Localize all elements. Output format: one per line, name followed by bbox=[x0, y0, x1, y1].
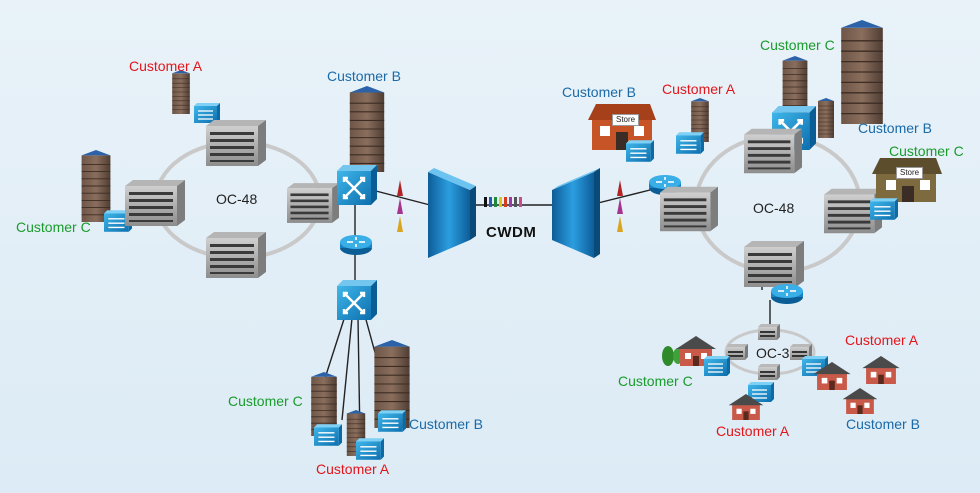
router-icon bbox=[339, 234, 373, 256]
rack-equipment-icon bbox=[125, 180, 185, 226]
label-customer-b: Customer B bbox=[562, 84, 636, 100]
label-customer-c: Customer C bbox=[16, 219, 91, 235]
access-switch-icon bbox=[870, 198, 898, 220]
wavelength-icons-left bbox=[397, 180, 403, 232]
access-switch-icon bbox=[356, 438, 384, 460]
ring-label-oc3: OC-3 bbox=[756, 345, 790, 361]
cwdm-label: CWDM bbox=[486, 224, 537, 241]
house-icon bbox=[862, 356, 900, 384]
access-switch-icon bbox=[704, 356, 730, 376]
ring-label-left: OC-48 bbox=[216, 191, 258, 207]
label-customer-b: Customer B bbox=[846, 416, 920, 432]
building-icon bbox=[817, 98, 835, 138]
label-customer-b: Customer B bbox=[327, 68, 401, 84]
cwdm-demux-icon bbox=[552, 168, 600, 258]
label-customer-c: Customer C bbox=[760, 37, 835, 53]
store-sign: Store bbox=[612, 114, 640, 126]
rack-equipment-icon bbox=[660, 186, 718, 232]
access-switch-icon bbox=[378, 410, 406, 432]
building-icon bbox=[349, 86, 385, 172]
label-customer-a: Customer A bbox=[716, 423, 790, 439]
cwdm-mux-icon bbox=[428, 168, 476, 258]
rack-equipment-icon bbox=[744, 241, 804, 287]
wavelength-icons-right bbox=[617, 180, 623, 232]
store-sign: Store bbox=[896, 167, 924, 179]
label-customer-a: Customer A bbox=[845, 332, 919, 348]
label-customer-b: Customer B bbox=[409, 416, 483, 432]
access-switch-icon bbox=[626, 140, 654, 162]
mini-rack-icon bbox=[758, 324, 780, 340]
rack-equipment-icon bbox=[206, 120, 266, 166]
label-customer-c: Customer C bbox=[228, 393, 303, 409]
rack-equipment-icon bbox=[744, 128, 802, 174]
building-icon bbox=[81, 150, 111, 222]
rack-equipment-icon bbox=[287, 183, 339, 223]
mini-rack-icon bbox=[758, 364, 780, 380]
access-switch-icon bbox=[676, 132, 704, 154]
core-switch-icon bbox=[337, 165, 377, 205]
label-customer-a: Customer A bbox=[316, 461, 390, 477]
label-customer-a: Customer A bbox=[662, 81, 736, 97]
label-customer-b: Customer B bbox=[858, 120, 932, 136]
building-icon bbox=[171, 70, 191, 114]
building-icon bbox=[840, 19, 884, 125]
fiber-lambdas bbox=[484, 197, 522, 207]
label-customer-a: Customer A bbox=[129, 58, 203, 74]
label-customer-c: Customer C bbox=[618, 373, 693, 389]
router-icon bbox=[770, 283, 804, 305]
access-switch-icon bbox=[314, 424, 342, 446]
house-icon bbox=[842, 388, 878, 414]
rack-equipment-icon bbox=[206, 232, 266, 278]
house-cluster-icon bbox=[662, 336, 716, 366]
label-customer-c: Customer C bbox=[889, 143, 964, 159]
ring-label-right: OC-48 bbox=[753, 200, 795, 216]
core-switch-icon bbox=[337, 280, 377, 320]
store-building-icon bbox=[872, 158, 942, 202]
